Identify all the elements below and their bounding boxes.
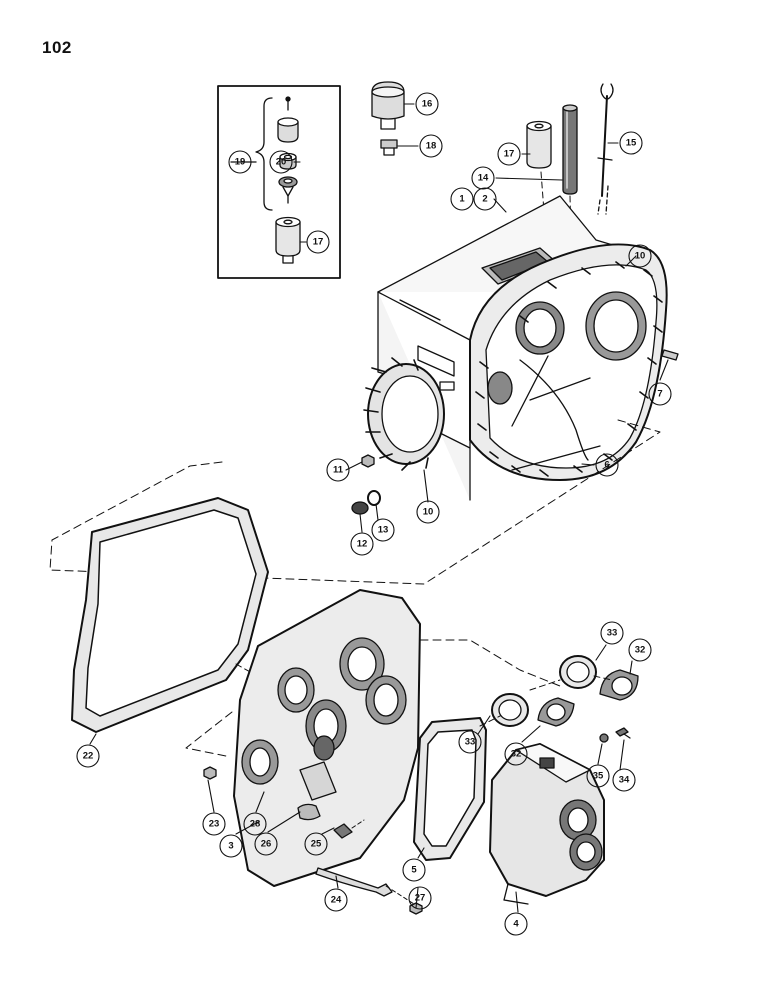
callout-14: 14 — [478, 173, 489, 184]
shim-part-33 — [491, 693, 529, 727]
plug-part-18 — [380, 139, 398, 156]
callout-32-lower: 32 — [511, 749, 522, 760]
nut-part-11 — [361, 454, 375, 468]
callout-18: 18 — [426, 141, 437, 152]
callouts — [76, 92, 672, 936]
gasket-part-5 — [413, 717, 487, 861]
callout-33-lower: 33 — [465, 737, 476, 748]
callout-26: 26 — [261, 839, 272, 850]
callout-16: 16 — [422, 99, 433, 110]
callout-34: 34 — [619, 775, 630, 786]
callout-3: 3 — [228, 841, 233, 852]
cap-part-32 — [537, 697, 575, 727]
callout-2: 2 — [482, 194, 487, 205]
callout-13: 13 — [378, 525, 389, 536]
washer-part-35 — [599, 733, 609, 743]
callout-28: 28 — [250, 819, 261, 830]
assembly-outline — [185, 639, 561, 757]
gasket-part-22 — [71, 497, 269, 733]
callout-33-upper: 33 — [607, 628, 618, 639]
dowel-part-7 — [661, 349, 679, 361]
page-number: 102 — [42, 38, 72, 57]
callout-17-inset: 17 — [313, 237, 324, 248]
callout-22: 22 — [83, 751, 94, 762]
callout-35: 35 — [593, 771, 604, 782]
assembly-outline — [49, 419, 661, 585]
callout-17: 17 — [504, 149, 515, 160]
callout-23: 23 — [209, 819, 220, 830]
valve-icon — [278, 176, 298, 204]
callout-15: 15 — [626, 138, 637, 149]
washer-part-13 — [367, 490, 381, 506]
transmission-housing — [363, 195, 668, 501]
studs — [363, 261, 663, 477]
sleeve-part-17 — [526, 120, 552, 169]
assembly-outline — [479, 675, 613, 727]
plug-part-12 — [351, 501, 369, 515]
dipstick-part-15 — [597, 83, 614, 215]
bolt-part-34 — [615, 727, 631, 739]
shim-part-33 — [559, 655, 597, 689]
callout-11: 11 — [333, 465, 344, 476]
pto-housing-part-4 — [489, 743, 605, 905]
cap-part-16 — [371, 81, 405, 130]
sleeve-icon — [275, 216, 301, 264]
callout-12: 12 — [357, 539, 368, 550]
callout-32-upper: 32 — [635, 645, 646, 656]
callout-10-top: 10 — [635, 251, 646, 262]
cap-icon — [277, 117, 299, 143]
callout-10-bottom: 10 — [423, 507, 434, 518]
callout-1: 1 — [459, 194, 465, 205]
callout-25: 25 — [311, 839, 322, 850]
inset-box — [217, 85, 341, 279]
callout-4: 4 — [513, 919, 519, 930]
callout-24: 24 — [331, 895, 342, 906]
pin-icon — [285, 96, 291, 111]
callout-27: 27 — [415, 893, 426, 904]
callout-20: 20 — [276, 157, 287, 168]
callout-labels: 16 18 19 20 17 15 17 14 1 2 10 7 6 11 10… — [83, 99, 663, 930]
callout-6: 6 — [604, 460, 609, 471]
callout-19: 19 — [235, 157, 246, 168]
stud-part-25 — [333, 819, 365, 839]
tube-part-14 — [562, 104, 578, 195]
callout-7: 7 — [657, 389, 662, 400]
callout-5: 5 — [411, 865, 417, 876]
cap-part-32 — [599, 669, 639, 701]
cover-plate-part-3 — [233, 589, 421, 887]
nut-part-23 — [203, 766, 217, 780]
